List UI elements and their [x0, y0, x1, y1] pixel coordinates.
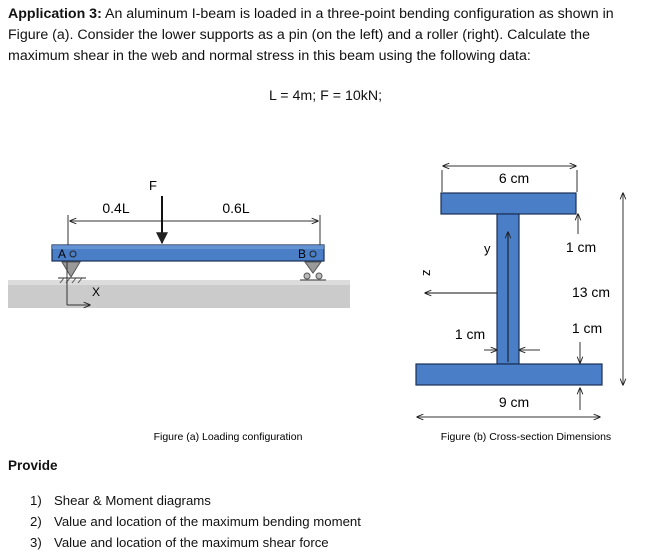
- list-item: 1)Shear & Moment diagrams: [30, 493, 211, 508]
- given-data: L = 4m; F = 10kN;: [268, 88, 383, 104]
- figure-a: 0.4L 0.6L F A X B: [8, 178, 350, 443]
- top-width-label: 6 cm: [499, 170, 529, 186]
- right-span-label: 0.6L: [222, 200, 249, 216]
- axis-x-label: X: [92, 285, 100, 299]
- axis-z-label: z: [418, 270, 433, 277]
- flange-top-label: 1 cm: [566, 239, 596, 255]
- top-flange: [440, 192, 577, 215]
- problem-heading: Application 3:: [8, 6, 102, 22]
- bottom-flange: [415, 363, 603, 386]
- bottom-width-label: 9 cm: [499, 394, 529, 410]
- figure-b: 6 cm y z 1 cm 13 cm 1 cm 1 cm 9 cm Figur…: [415, 166, 623, 443]
- support-b-label: B: [298, 247, 306, 261]
- flange-bottom-label: 1 cm: [572, 320, 602, 336]
- roller-support-b: B: [298, 247, 326, 281]
- web-height-label: 13 cm: [572, 284, 610, 300]
- left-span-label: 0.4L: [102, 200, 129, 216]
- provide-list: 1)Shear & Moment diagrams 2)Value and lo…: [30, 490, 361, 553]
- problem-body: An aluminum I-beam is loaded in a three-…: [8, 6, 614, 64]
- problem-statement: Application 3: An aluminum I-beam is loa…: [8, 4, 640, 67]
- support-a-label: A: [58, 247, 66, 261]
- web-thickness-label: 1 cm: [455, 326, 485, 342]
- list-item: 2)Value and location of the maximum bend…: [30, 514, 361, 529]
- force-label: F: [149, 178, 157, 193]
- list-item: 3)Value and location of the maximum shea…: [30, 535, 329, 550]
- axis-y-label: y: [484, 241, 491, 256]
- provide-heading: Provide: [8, 458, 58, 473]
- figure-a-caption: Figure (a) Loading configuration: [154, 431, 303, 443]
- figure-b-caption: Figure (b) Cross-section Dimensions: [441, 431, 611, 443]
